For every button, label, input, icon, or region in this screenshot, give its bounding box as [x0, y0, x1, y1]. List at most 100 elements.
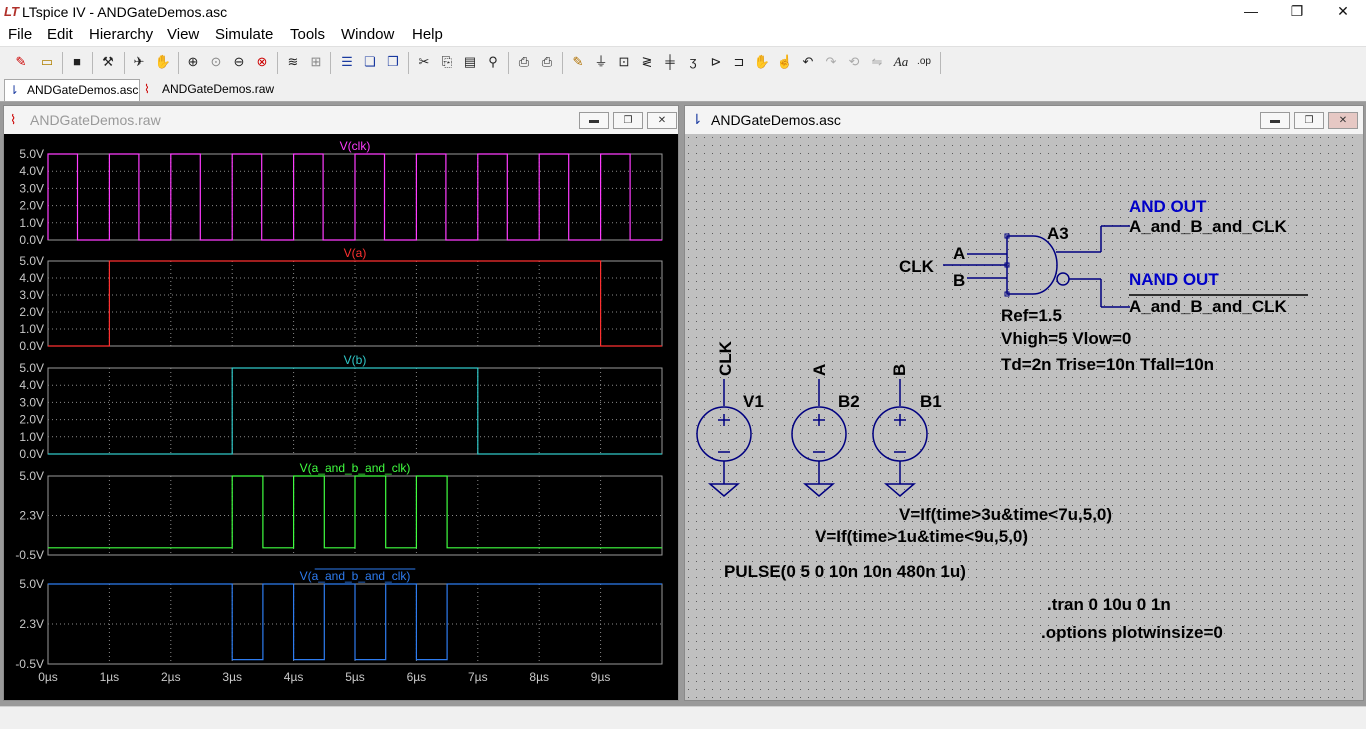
plot-pane[interactable]: 5.0V4.0V3.0V2.0V1.0V0.0VV(a) — [19, 246, 663, 353]
resistor-icon[interactable]: ≷ — [641, 54, 653, 69]
waveform-window-titlebar[interactable]: ⌇ ANDGateDemos.raw ▬ ❐ ✕ — [4, 106, 678, 134]
waveform-icon: ⌇ — [144, 82, 150, 96]
b2-expression[interactable]: V=If(time>1u&time<9u,5,0) — [815, 527, 1028, 546]
close-button[interactable]: ✕ — [1328, 112, 1358, 129]
schematic-window-titlebar[interactable]: ⇂ ANDGateDemos.asc ▬ ❐ ✕ — [685, 106, 1363, 134]
cascade-icon[interactable]: ❐ — [387, 54, 399, 69]
plot-pane[interactable]: 5.0V4.0V3.0V2.0V1.0V0.0VV(b) — [19, 353, 663, 461]
menu-simulate[interactable]: Simulate — [215, 26, 274, 43]
trace-line[interactable] — [48, 583, 662, 661]
trace-name[interactable]: V(b) — [344, 353, 367, 367]
y-tick-label: 1.0V — [19, 322, 44, 336]
menu-tools[interactable]: Tools — [290, 26, 326, 43]
autorange-icon[interactable]: ≋ — [287, 54, 299, 69]
schematic-canvas[interactable]: A3 A CLK B Ref=1.5 Vhigh=5 Vlow=0 Td=2n … — [685, 134, 1363, 700]
trace-line[interactable] — [48, 367, 662, 455]
tile-vertical-icon[interactable]: ❏ — [364, 54, 376, 69]
plot-pane[interactable]: 5.0V2.3V-0.5VV(a_and_b_and_clk) — [15, 461, 663, 562]
cut-icon[interactable]: ✂ — [418, 54, 430, 69]
ground-icon[interactable]: ⏚ — [594, 54, 608, 69]
and-gate-symbol[interactable] — [943, 225, 1130, 308]
x-tick-label: 2µs — [161, 670, 181, 684]
v1-pulse-value[interactable]: PULSE(0 5 0 10n 10n 480n 1u) — [724, 562, 966, 581]
find-icon[interactable]: ⚲ — [488, 54, 498, 69]
restore-button[interactable]: ❐ — [1294, 112, 1324, 129]
draw-wire-icon[interactable]: ✎ — [572, 54, 584, 69]
minimize-button[interactable]: ▬ — [1260, 112, 1290, 129]
open-icon[interactable]: ▭ — [40, 54, 54, 69]
pan-icon[interactable]: ⊙ — [210, 54, 222, 69]
y-tick-label: -0.5V — [15, 657, 44, 671]
tile-horizontal-icon[interactable]: ☰ — [341, 54, 353, 69]
tab-schematic[interactable]: ⇂ ANDGateDemos.asc — [4, 79, 140, 101]
source-b1-symbol[interactable] — [872, 379, 928, 497]
tran-directive[interactable]: .tran 0 10u 0 1n — [1047, 595, 1171, 614]
trace-name[interactable]: V(clk) — [340, 139, 371, 153]
component-icon[interactable]: ⊐ — [733, 54, 745, 69]
tab-waveform[interactable]: ⌇ ANDGateDemos.raw — [140, 79, 290, 100]
save-icon[interactable]: ■ — [73, 54, 81, 69]
source-b2-symbol[interactable] — [791, 379, 847, 497]
title-bar: LT LTspice IV - ANDGateDemos.asc — ❐ ✕ — [0, 0, 1366, 24]
close-button[interactable]: ✕ — [647, 112, 677, 129]
copy-icon[interactable]: ⎘ — [441, 54, 453, 69]
zoom-fit-icon[interactable]: ⊗ — [256, 54, 268, 69]
close-button[interactable]: ✕ — [1337, 3, 1349, 19]
waveform-window-title: ANDGateDemos.raw — [30, 112, 161, 128]
restore-button[interactable]: ❐ — [613, 112, 643, 129]
maximize-button[interactable]: ❐ — [1290, 3, 1304, 19]
trace-line[interactable] — [47, 153, 662, 241]
drag-icon[interactable]: ☝ — [776, 54, 794, 69]
diode-icon[interactable]: ⊳ — [710, 54, 722, 69]
b2-net-label: A — [810, 364, 829, 376]
source-v1-symbol[interactable] — [696, 379, 752, 497]
halt-icon[interactable]: ✋ — [154, 54, 172, 69]
print-icon[interactable]: ⎙ — [541, 54, 553, 69]
menu-view[interactable]: View — [167, 26, 200, 43]
trace-name[interactable]: V(a_and_b_and_clk) — [300, 569, 411, 583]
inductor-icon[interactable]: ʒ — [689, 54, 697, 69]
undo-icon[interactable]: ↶ — [802, 54, 814, 69]
trace-line[interactable] — [48, 260, 662, 347]
rotate-icon[interactable]: ⟲ — [848, 54, 860, 69]
mirror-icon[interactable]: ⇋ — [871, 54, 883, 69]
waveform-plot[interactable]: 5.0V4.0V3.0V2.0V1.0V0.0VV(clk)5.0V4.0V3.… — [4, 134, 678, 700]
gate-input-label-clk: CLK — [899, 257, 935, 276]
menu-hierarchy[interactable]: Hierarchy — [89, 26, 154, 43]
menu-help[interactable]: Help — [412, 26, 443, 43]
trace-name[interactable]: V(a) — [344, 246, 367, 260]
b1-expression[interactable]: V=If(time>3u&time<7u,5,0) — [899, 505, 1112, 524]
paste-icon[interactable]: ▤ — [463, 54, 477, 69]
minimize-button[interactable]: ▬ — [579, 112, 609, 129]
capacitor-icon[interactable]: ╪ — [665, 54, 675, 69]
plot-pane[interactable]: 5.0V4.0V3.0V2.0V1.0V0.0VV(clk) — [19, 139, 663, 247]
zoom-out-icon[interactable]: ⊖ — [233, 54, 245, 69]
redo-icon[interactable]: ↷ — [825, 54, 837, 69]
menu-window[interactable]: Window — [341, 26, 395, 43]
run-icon[interactable]: ✈ — [133, 54, 145, 69]
and-net-name: A_and_B_and_CLK — [1129, 217, 1287, 236]
text-icon[interactable]: Aa — [893, 54, 909, 69]
y-tick-label: 5.0V — [19, 577, 44, 591]
minimize-button[interactable]: — — [1244, 3, 1258, 19]
ground-icon — [802, 483, 836, 497]
new-schematic-icon[interactable]: ✎ — [15, 54, 27, 69]
x-tick-label: 1µs — [100, 670, 120, 684]
move-icon[interactable]: ✋ — [753, 54, 771, 69]
zoom-in-icon[interactable]: ⊕ — [187, 54, 199, 69]
menu-file[interactable]: File — [8, 26, 33, 43]
schematic-window-title: ANDGateDemos.asc — [711, 112, 841, 128]
grid-icon[interactable]: ⊞ — [310, 54, 322, 69]
menu-bar: File Edit Hierarchy View Simulate Tools … — [0, 24, 1366, 46]
label-net-icon[interactable]: ⊡ — [618, 54, 630, 69]
menu-edit[interactable]: Edit — [47, 26, 73, 43]
tab-label: ANDGateDemos.raw — [162, 82, 275, 96]
spice-directive-icon[interactable]: .op — [917, 56, 931, 67]
options-directive[interactable]: .options plotwinsize=0 — [1041, 623, 1223, 642]
trace-line[interactable] — [48, 475, 662, 549]
trace-name[interactable]: V(a_and_b_and_clk) — [300, 461, 411, 475]
plot-pane[interactable]: 5.0V2.3V-0.5VV(a_and_b_and_clk) — [15, 568, 663, 671]
control-panel-icon[interactable]: ⚒ — [102, 54, 114, 69]
print-preview-icon[interactable]: ⎙ — [518, 54, 530, 69]
